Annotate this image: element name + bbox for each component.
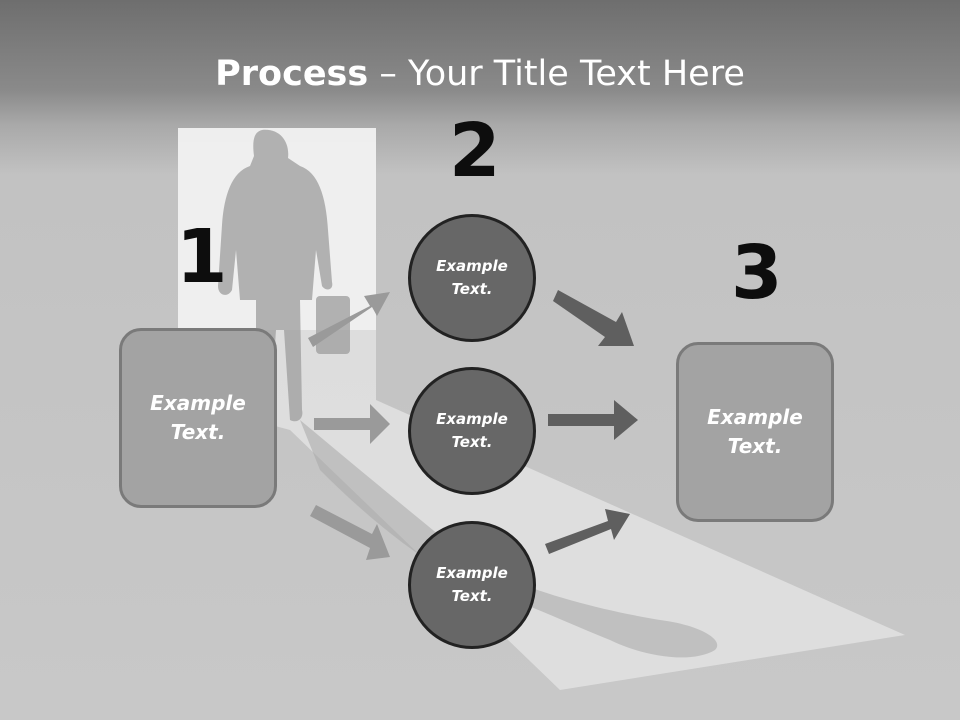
step-number-1: 1 — [176, 214, 228, 300]
slide-title: Process – Your Title Text Here — [0, 52, 960, 96]
circle-2-text-line1: Example — [436, 410, 508, 428]
circle-3-text-line2: Text. — [451, 587, 493, 605]
arrow-from-circle-1 — [553, 290, 634, 346]
arrow-from-circle-2 — [548, 400, 638, 440]
arrow-to-circle-1 — [308, 292, 390, 347]
step-1-box: Example Text. — [119, 328, 277, 508]
title-rest: – Your Title Text Here — [368, 54, 745, 94]
circle-2-text-line2: Text. — [451, 433, 493, 451]
step-number-2: 2 — [449, 108, 501, 194]
circle-1: Example Text. — [408, 214, 536, 342]
circle-3-text-line1: Example — [436, 564, 508, 582]
circle-1-text-line2: Text. — [451, 280, 493, 298]
circle-2: Example Text. — [408, 367, 536, 495]
step-number-3: 3 — [731, 230, 783, 316]
circle-1-text-line1: Example — [436, 257, 508, 275]
step-3-text-line1: Example — [707, 405, 803, 429]
title-bold: Process — [215, 54, 369, 94]
arrow-to-circle-2 — [314, 404, 390, 444]
arrow-to-circle-3 — [310, 505, 390, 560]
arrow-from-circle-3 — [545, 509, 630, 554]
step-1-text-line2: Text. — [170, 420, 226, 444]
circle-3: Example Text. — [408, 521, 536, 649]
step-3-box: Example Text. — [676, 342, 834, 522]
step-1-text-line1: Example — [150, 391, 246, 415]
step-3-text-line2: Text. — [727, 434, 783, 458]
